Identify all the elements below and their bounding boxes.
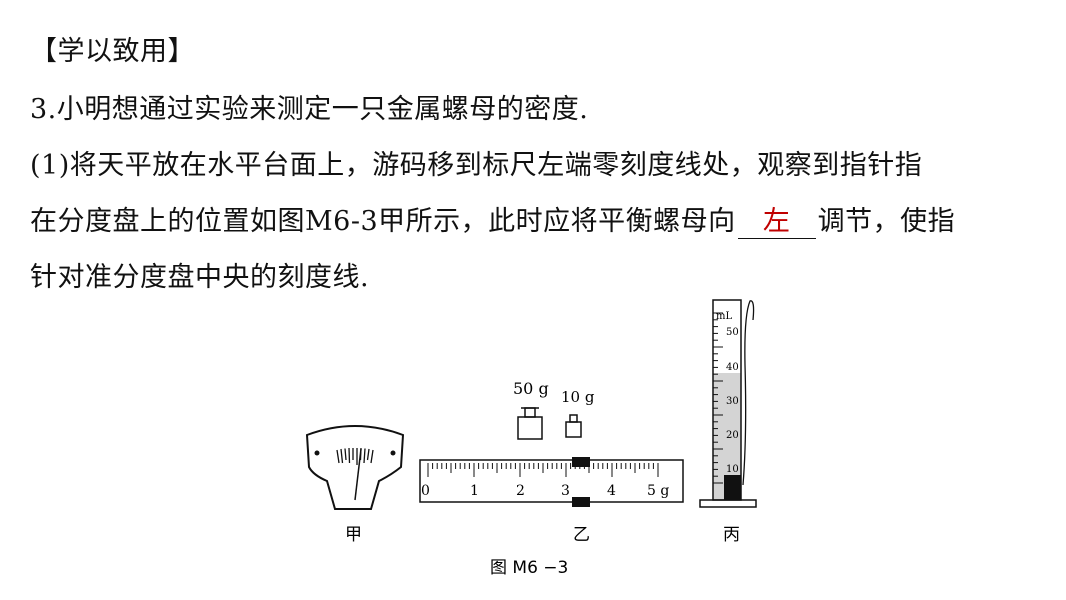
cylinder-label-50: 50 (726, 327, 739, 338)
weight-10g-label: 10 g (561, 388, 595, 406)
answer-blank: 左 (737, 206, 816, 239)
panel-label-yi: 乙 (573, 525, 590, 545)
dial-plate (305, 425, 405, 510)
question-part1-line2: 在分度盘上的位置如图M6-3甲所示，此时应将平衡螺母向左调节，使指 (30, 202, 955, 242)
ruler-label-1: 1 (470, 483, 479, 499)
weight-50g-label: 50 g (513, 379, 549, 398)
question-part1-line3: 针对准分度盘中央的刻度线. (30, 262, 370, 293)
metal-nut (724, 475, 741, 500)
weight-50g (517, 407, 543, 440)
beam-ruler: 0 1 2 3 4 5 g (419, 457, 684, 507)
pointer-needle (354, 448, 362, 501)
rider-bottom (572, 497, 590, 507)
weight-10g (565, 414, 582, 438)
panel-label-bing: 丙 (723, 525, 740, 545)
cylinder-label-30: 30 (726, 396, 739, 407)
question-part1-line1: (1)将天平放在水平台面上，游码移到标尺左端零刻度线处，观察到指针指 (30, 150, 923, 181)
cylinder-label-40: 40 (726, 362, 739, 373)
line2-before-text: 在分度盘上的位置如图M6-3甲所示，此时应将平衡螺母向 (30, 206, 736, 237)
answer-text: 左 (762, 206, 791, 237)
rider-top (572, 457, 590, 467)
ruler-label-5g: 5 g (647, 483, 669, 499)
ruler-label-2: 2 (516, 483, 525, 499)
cylinder-label-20: 20 (726, 430, 739, 441)
thread (742, 300, 755, 486)
ruler-label-3: 3 (561, 483, 570, 499)
ruler-label-4: 4 (607, 483, 616, 499)
figure-caption: 图 M6 −3 (490, 558, 568, 578)
panel-label-jia: 甲 (345, 525, 362, 545)
graduated-cylinder: mL 50 40 30 20 10 (699, 299, 757, 508)
cylinder-unit: mL (716, 311, 732, 322)
ruler-label-0: 0 (421, 483, 430, 499)
cylinder-label-10: 10 (726, 464, 739, 475)
question-stem: 3.小明想通过实验来测定一只金属螺母的密度. (30, 94, 589, 125)
figure-m6-3: 50 g 10 g 0 1 2 3 4 5 g mL 50 40 30 20 1… (305, 299, 757, 578)
section-heading: 【学以致用】 (30, 36, 195, 67)
line2-after-text: 调节，使指 (817, 206, 956, 237)
